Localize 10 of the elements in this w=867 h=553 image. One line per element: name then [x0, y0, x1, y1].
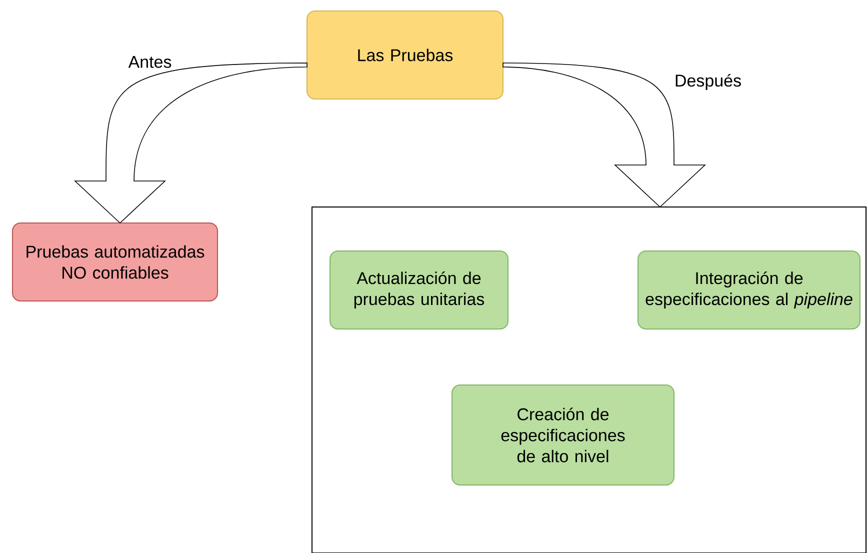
process-box: Las Pruebas: [306, 10, 504, 100]
hollow-arrow: [502, 62, 706, 208]
container-box: [312, 206, 866, 553]
edge-label: Después: [672, 72, 744, 92]
hollow-arrow: [74, 62, 308, 224]
process-box: Integración de especificaciones al pipeline: [638, 250, 860, 330]
process-box: Pruebas automatizadas NO confiables: [12, 222, 218, 302]
process-box: Actualización de pruebas unitarias: [330, 250, 508, 330]
process-box: Creación de especificaciones de alto nivel: [452, 384, 674, 486]
edge-label: Antes: [126, 54, 174, 70]
